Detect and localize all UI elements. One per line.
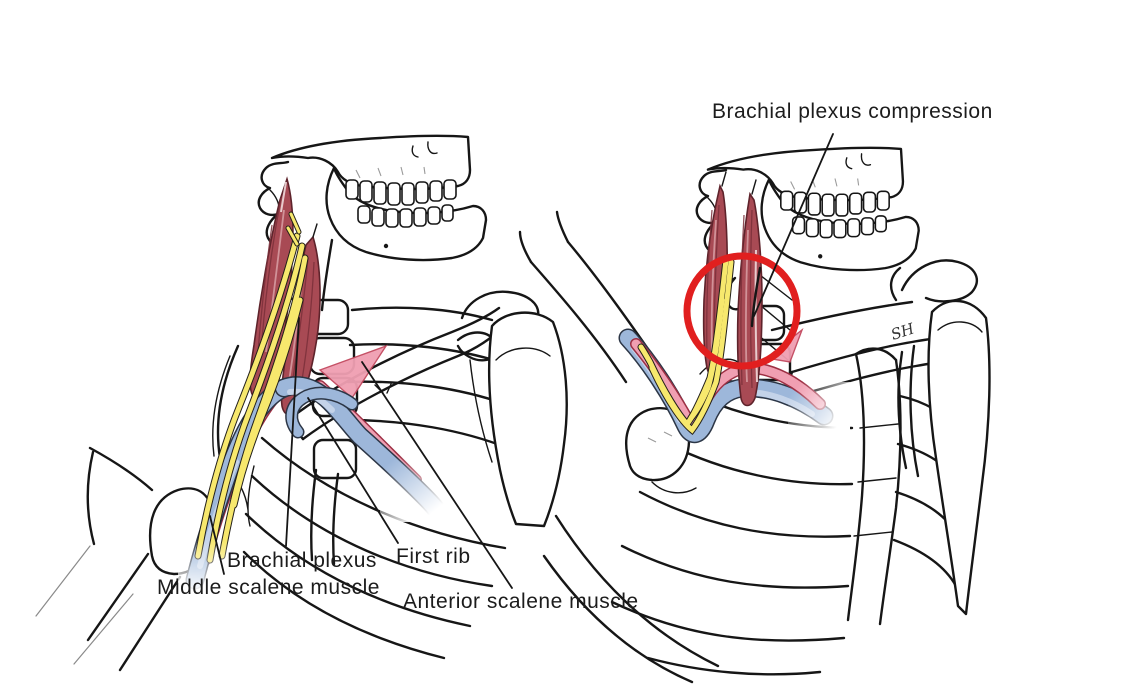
label-brachial-plexus: Brachial plexus [227,549,377,572]
brachial-plexus-nerves-drawing [637,256,735,436]
label-anterior-scalene-muscle: Anterior scalene muscle [403,590,639,613]
leader-line-anterior-scalene [361,361,513,589]
ribcage-drawing [542,271,962,684]
skull-jaw-drawing [270,134,488,262]
label-first-rib: First rib [396,545,471,568]
leader-line-first-rib [307,397,399,544]
label-middle-scalene-muscle: Middle scalene muscle [157,576,380,599]
brachial-plexus-nerves-drawing [194,211,309,564]
neck-outline [320,238,334,312]
sternum-drawing [846,347,902,626]
artist-signature: SH [889,319,918,344]
leader-line-middle-scalene [209,515,225,575]
leader-line-brachial-plexus [285,317,300,547]
leader-line-compression [753,133,834,317]
leader-lines [209,133,834,589]
figure-left-illustration [35,134,568,672]
compression-circle [683,252,801,370]
neck-outline [750,266,762,328]
scapula-shoulder-drawing [456,290,568,528]
scapula-shoulder-drawing [889,259,991,616]
label-brachial-plexus-compression: Brachial plexus compression [712,100,993,123]
skull-jaw-drawing [706,146,920,272]
